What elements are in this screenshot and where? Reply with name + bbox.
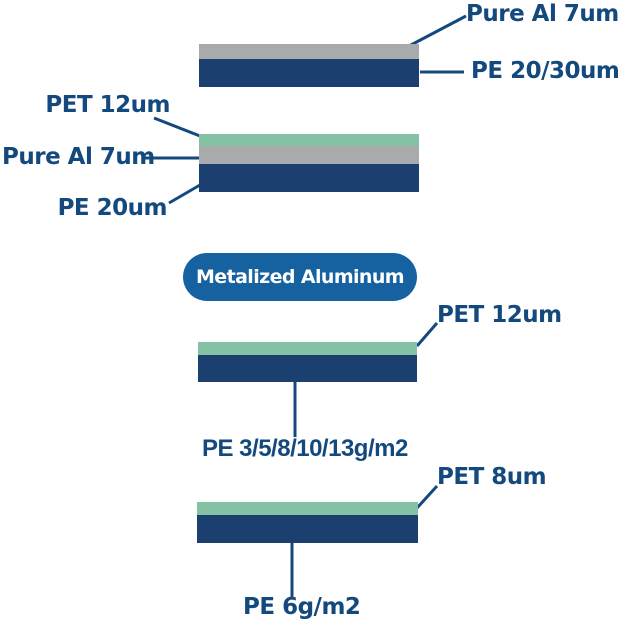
laminate-4-pe-layer [197,515,418,543]
laminate-2-pe-label: PE 20um [57,195,168,221]
laminate-4-pe-label: PE 6g/m2 [243,594,361,620]
metalized-aluminum-badge: Metalized Aluminum [183,253,417,301]
connector-line-l4-pet [415,484,439,510]
laminate-4-stack [197,502,418,543]
laminate-2-pe-layer [199,164,419,192]
laminate-1-pure-al-label: Pure Al 7um [466,1,619,27]
laminate-3-pet-label: PET 12um [437,302,562,328]
laminate-1-pure-al-layer [199,44,419,59]
laminate-1-stack [199,44,419,87]
laminate-1-pe-layer [199,59,419,87]
connector-line-l3-pet [415,322,439,347]
connector-line-l2-pet [153,116,201,138]
connector-line-l1-pure-al [408,14,467,48]
laminate-2-pure-al-label: Pure Al 7um [2,144,155,170]
laminate-3-pe-label: PE 3/5/8/10/13g/m2 [202,435,408,462]
laminate-2-pure-al-layer [199,146,419,164]
laminate-3-pet-layer [198,342,417,355]
laminate-3-stack [198,342,417,382]
laminate-4-pet-label: PET 8um [437,464,547,490]
laminate-2-pet-layer [199,134,419,146]
laminate-4-pet-layer [197,502,418,515]
metalized-aluminum-badge-label: Metalized Aluminum [196,266,405,288]
connector-line-l2-pe [168,183,201,205]
laminate-1-pe-label: PE 20/30um [471,58,620,84]
laminate-2-pet-label: PET 12um [45,92,170,118]
laminate-3-pe-layer [198,355,417,382]
laminate-2-stack [199,134,419,192]
